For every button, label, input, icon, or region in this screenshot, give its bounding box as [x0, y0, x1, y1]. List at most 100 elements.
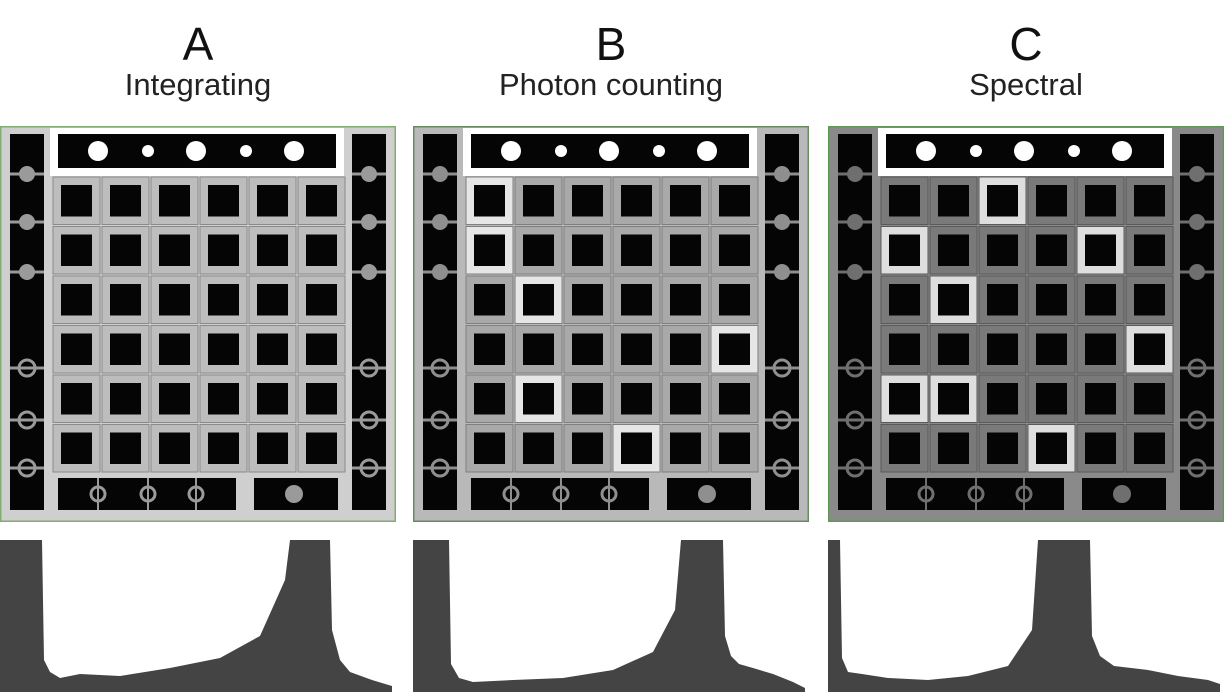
panel-a: A Integrating: [0, 0, 396, 692]
grid-cell-hole: [474, 333, 505, 365]
grid-cell-hole: [257, 333, 288, 365]
grid-cell-hole: [1134, 185, 1165, 217]
grid-cell-hole: [621, 333, 652, 365]
grid-cell-hole: [159, 432, 190, 464]
grid-cell-hole: [889, 234, 920, 266]
grid-cell-hole: [719, 185, 750, 217]
grid-cell-hole: [719, 284, 750, 316]
grid-cell-hole: [257, 284, 288, 316]
grid-cell-hole: [1085, 284, 1116, 316]
side-rail: [423, 134, 457, 510]
grid-cell-hole: [1134, 333, 1165, 365]
grid-cell-hole: [474, 383, 505, 415]
grid-cell-hole: [306, 234, 337, 266]
grid-cell-hole: [621, 383, 652, 415]
phantom-image: [413, 126, 809, 522]
grid-cell-hole: [1134, 383, 1165, 415]
grid-cell-hole: [670, 284, 701, 316]
grid-cell-hole: [1085, 333, 1116, 365]
grid-cell-hole: [523, 284, 554, 316]
grid-cell-hole: [938, 333, 969, 365]
bottom-bar-dot: [698, 485, 716, 503]
grid-cell: [248, 176, 297, 225]
grid-cell: [248, 325, 297, 374]
grid-cell-hole: [110, 333, 141, 365]
grid-cell: [465, 226, 514, 275]
grid-cell-hole: [159, 383, 190, 415]
grid-cell-hole: [257, 383, 288, 415]
grid-cell-hole: [1085, 234, 1116, 266]
grid-cell-hole: [523, 333, 554, 365]
histogram-area: [0, 540, 392, 692]
grid-cell-hole: [1134, 432, 1165, 464]
grid-cell-hole: [110, 234, 141, 266]
grid-cell-hole: [719, 383, 750, 415]
panel-subtitle: Integrating: [124, 67, 272, 102]
grid-cell-hole: [306, 333, 337, 365]
grid-cell-hole: [621, 432, 652, 464]
grid-cell-hole: [1036, 432, 1067, 464]
top-bar-hole: [501, 141, 521, 161]
grid-cell-hole: [987, 284, 1018, 316]
grid-cell: [52, 275, 101, 324]
bottom-bar-dot: [285, 485, 303, 503]
grid-cell-hole: [670, 432, 701, 464]
top-bar-hole: [186, 141, 206, 161]
grid-cell-hole: [889, 333, 920, 365]
phantom-image: [828, 126, 1224, 522]
grid-cell-hole: [159, 234, 190, 266]
grid-cell-hole: [208, 383, 239, 415]
grid-cell: [101, 424, 150, 473]
top-bar-notch: [970, 145, 982, 157]
grid-cell-hole: [1036, 333, 1067, 365]
panel-letter: B: [595, 18, 627, 70]
grid-cell-hole: [257, 234, 288, 266]
grid-cell-hole: [889, 185, 920, 217]
grid-cell-hole: [1036, 284, 1067, 316]
top-bar-notch: [142, 145, 154, 157]
grid-cell-hole: [208, 185, 239, 217]
grid-cell-hole: [110, 284, 141, 316]
grid-cell-hole: [938, 234, 969, 266]
grid-cell-hole: [719, 333, 750, 365]
histogram-image: [413, 540, 809, 692]
grid-cell-hole: [572, 383, 603, 415]
grid-cell-hole: [1036, 185, 1067, 217]
grid-cell-hole: [61, 284, 92, 316]
grid-cell-hole: [474, 284, 505, 316]
top-bar-hole: [916, 141, 936, 161]
grid-cell-hole: [208, 432, 239, 464]
grid-cell-hole: [938, 185, 969, 217]
grid-cell-hole: [257, 432, 288, 464]
grid-cell-hole: [61, 185, 92, 217]
grid-cell-hole: [306, 383, 337, 415]
grid-cell-hole: [1085, 432, 1116, 464]
grid-cell-hole: [621, 284, 652, 316]
grid-cell-hole: [110, 432, 141, 464]
grid-cell-hole: [987, 333, 1018, 365]
grid-cell-hole: [1036, 234, 1067, 266]
grid-cell-hole: [889, 432, 920, 464]
grid-cell-hole: [719, 234, 750, 266]
grid-cell-hole: [987, 432, 1018, 464]
grid-cell-hole: [889, 284, 920, 316]
side-rail: [352, 134, 386, 510]
top-bar-hole: [1014, 141, 1034, 161]
grid-cell-hole: [159, 333, 190, 365]
grid-cell-hole: [306, 432, 337, 464]
grid-cell-hole: [474, 234, 505, 266]
grid-cell-hole: [1036, 383, 1067, 415]
grid-cell-hole: [1134, 284, 1165, 316]
top-bar-notch: [555, 145, 567, 157]
grid-cell-hole: [621, 234, 652, 266]
grid-cell-hole: [572, 234, 603, 266]
grid-cell-hole: [110, 383, 141, 415]
grid-cell-hole: [61, 432, 92, 464]
grid-cell-hole: [938, 284, 969, 316]
grid-cell-hole: [572, 284, 603, 316]
grid-cell: [297, 374, 346, 423]
panel-letter: C: [1009, 18, 1043, 70]
top-bar-hole: [88, 141, 108, 161]
grid-cell-hole: [1134, 234, 1165, 266]
top-bar-notch: [240, 145, 252, 157]
